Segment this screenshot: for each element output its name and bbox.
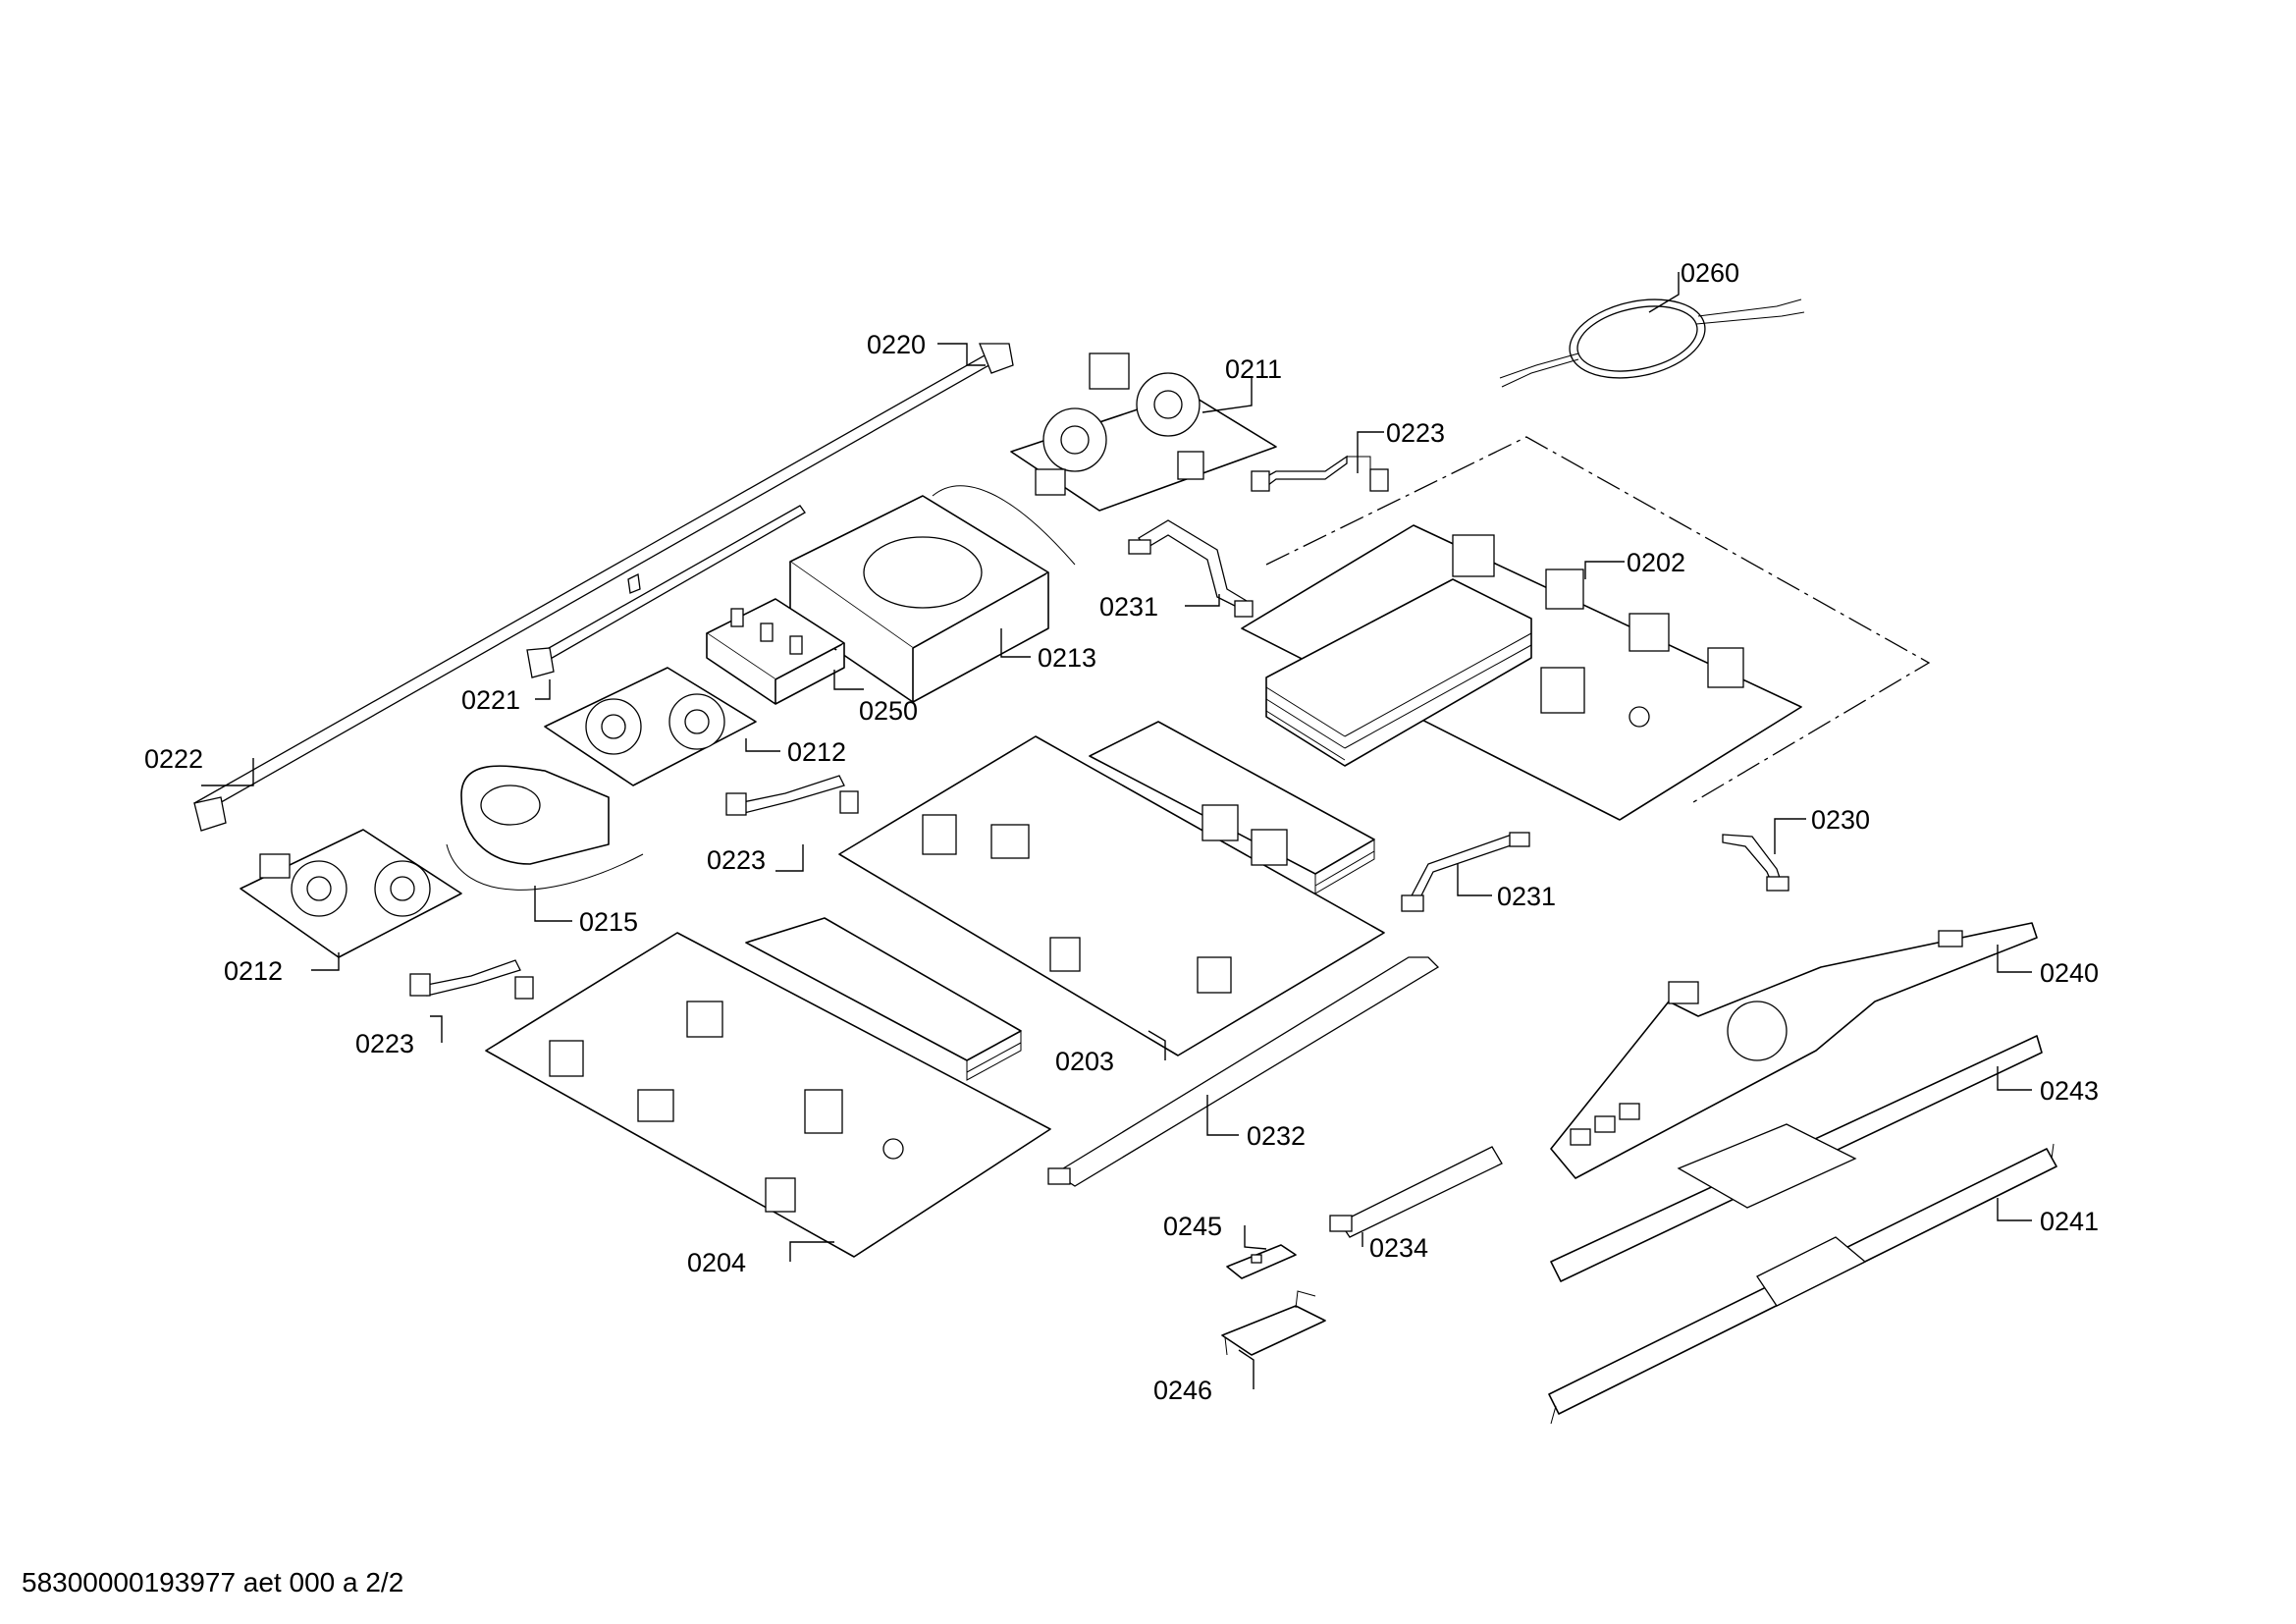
part-0231-flat-cable-lower [1401,832,1530,912]
callout-label: 0223 [707,845,766,875]
callout-label: 0231 [1497,882,1556,911]
part-0240-control-module [1550,922,2038,1179]
part-0212-filter-board-upper [544,667,757,786]
callout-label: 0213 [1038,643,1096,673]
part-0246-bracket [1221,1290,1326,1356]
part-0223-cable-low [409,959,534,1000]
part-0212-filter-board-lower [240,829,462,958]
callout-label: 0231 [1099,592,1158,622]
callout-label: 0221 [461,685,520,715]
part-0230-flat-cable [1722,834,1789,892]
part-0203-induction-board [838,721,1385,1056]
part-0202-main-induction-board [1241,524,1802,821]
part-0260-power-cable [1499,298,1805,388]
part-0202-assembly-outline [1265,436,1931,806]
callout-label: 0232 [1247,1121,1306,1151]
part-0220-cable [193,343,1014,832]
part-0241-control-holder [1548,1143,2057,1425]
leader-lines [201,272,2032,1389]
part-0243-control-frame [1550,1035,2043,1282]
callout-label: 0246 [1153,1376,1212,1405]
part-0231-flat-cable-upper [1128,519,1254,618]
callout-label: 0211 [1225,354,1282,384]
part-0211-power-board [1010,352,1277,512]
callout-label: 0243 [2040,1076,2099,1106]
part-0245-small-board [1226,1244,1297,1279]
document-reference: 58300000193977 aet 000 a 2/2 [22,1567,404,1597]
callout-label: 0223 [1386,418,1445,448]
part-0213-fan-housing [789,485,1076,703]
callout-label: 0215 [579,907,638,937]
part-0223-cable-mid [725,775,859,816]
callout-label: 0260 [1681,258,1739,288]
part-0215-blower-fan [446,765,644,891]
part-0250-relay-module [706,598,845,705]
callout-label: 0220 [867,330,926,359]
part-0221-cable [526,505,806,678]
callout-label: 0212 [787,737,846,767]
callout-label: 0212 [224,956,283,986]
callout-label: 0204 [687,1248,746,1277]
part-0204-induction-board [485,917,1051,1258]
callout-label: 0202 [1627,548,1685,577]
callout-label: 0222 [144,744,203,774]
callout-label: 0223 [355,1029,414,1058]
part-0234-flat-cable [1329,1146,1503,1238]
callout-label: 0234 [1369,1233,1428,1263]
callout-label: 0245 [1163,1212,1222,1241]
callout-label: 0240 [2040,958,2099,988]
callout-label: 0241 [2040,1207,2099,1236]
part-0223-cable-top [1251,455,1389,492]
callout-label: 0230 [1811,805,1870,835]
callout-label: 0250 [859,696,918,726]
part-0232-flat-cable [1047,956,1440,1187]
callout-label: 0203 [1055,1047,1114,1076]
